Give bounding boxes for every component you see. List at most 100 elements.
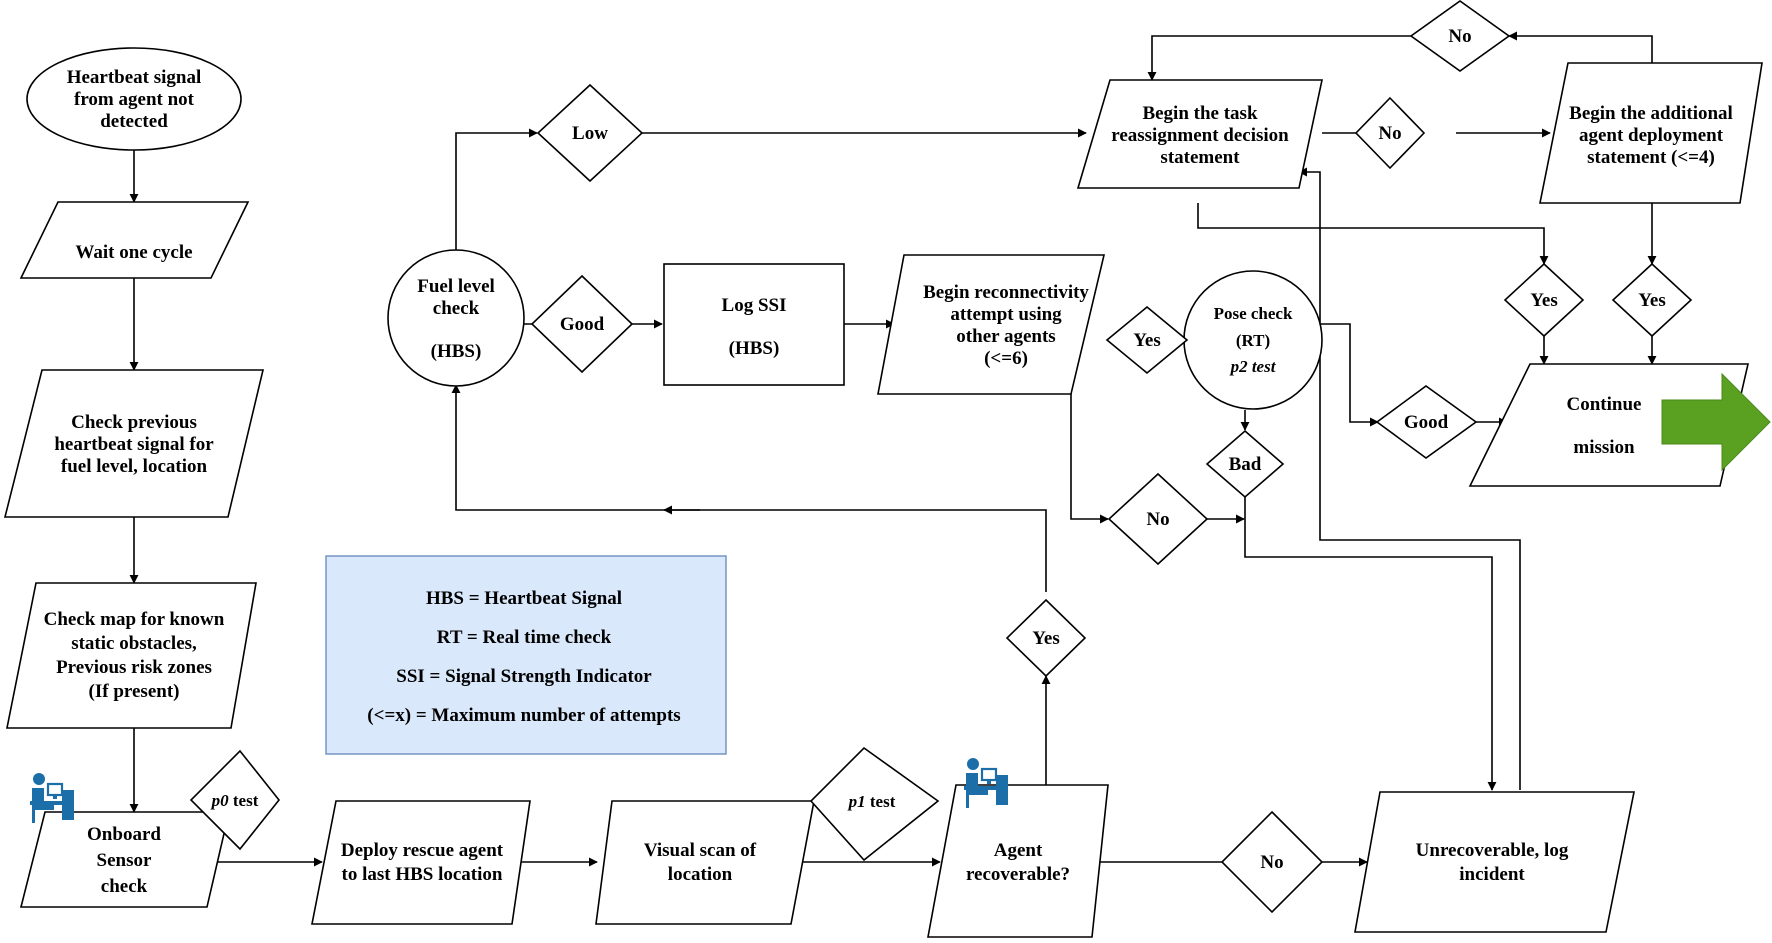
decision-yes-task: Yes <box>1503 262 1585 338</box>
text-line: Begin the additional <box>1569 103 1733 124</box>
node-wait: Wait one cycle <box>19 201 250 279</box>
decision-yes-additional: Yes <box>1611 262 1693 338</box>
text-line: detected <box>100 111 168 132</box>
decision-good-pose: Good <box>1375 385 1478 459</box>
edge-bad-unrecoverable <box>1244 497 1497 791</box>
text-line: static obstacles, <box>71 633 197 654</box>
text-line: Previous risk zones <box>56 657 212 678</box>
node-unrecoverable: Unrecoverable, log incident <box>1354 791 1635 933</box>
decision-good-pose-label: Good <box>1404 412 1449 433</box>
log-ssi-line-2: (HBS) <box>729 338 780 359</box>
decision-yes-recover: Yes <box>1005 598 1087 678</box>
text-line: Begin the task <box>1142 103 1258 124</box>
node-continue-mission: Continue mission <box>1468 363 1750 487</box>
edge-reconnect-no <box>1070 392 1109 524</box>
legend-item-hbs: HBS = Heartbeat Signal <box>426 588 622 609</box>
pose-check-line-1: Pose check <box>1214 304 1293 323</box>
operator-at-desk-icon <box>30 773 74 823</box>
node-unrecoverable-text: Unrecoverable, log incident <box>1416 840 1569 885</box>
fuel-check-line-3: (HBS) <box>431 341 482 362</box>
fuel-check-line-1: Fuel level <box>417 276 495 297</box>
node-check-map: Check map for known static obstacles, Prev… <box>6 582 257 729</box>
text-line: to last HBS location <box>342 864 503 885</box>
text-line: heartbeat signal for <box>54 434 214 455</box>
decision-bad-label: Bad <box>1229 454 1262 475</box>
decision-yes-recover-label: Yes <box>1032 628 1059 649</box>
pose-check-line-2: (RT) <box>1236 331 1270 350</box>
text-line: from agent not <box>74 89 195 110</box>
text-line: reassignment decision <box>1111 125 1289 146</box>
text-line: Unrecoverable, log <box>1416 840 1569 861</box>
decision-yes-pose: Yes <box>1105 305 1189 375</box>
text-line: check <box>101 876 148 897</box>
continue-line-2: mission <box>1573 437 1635 458</box>
decision-no-task-label: No <box>1378 123 1401 144</box>
decision-no-top-label: No <box>1448 26 1471 47</box>
decision-low-label: Low <box>572 123 608 144</box>
legend-item-max: (<=x) = Maximum number of attempts <box>367 705 680 726</box>
edge-fuel-low <box>455 128 538 250</box>
decision-yes-additional-label: Yes <box>1638 290 1665 311</box>
node-wait-text: Wait one cycle <box>75 242 192 263</box>
decision-good-fuel-label: Good <box>560 314 605 335</box>
node-check-map-text: Check map for known static obstacles, Prev… <box>44 609 225 702</box>
text-line: Visual scan of <box>644 840 757 861</box>
pose-check-line-3: p2 test <box>1229 357 1277 376</box>
text-line: Wait one cycle <box>75 242 192 263</box>
node-pose-check: Pose check (RT) p2 test <box>1183 270 1323 410</box>
legend: HBS = Heartbeat Signal RT = Real time ch… <box>325 555 727 755</box>
text-line: recoverable? <box>966 864 1070 885</box>
p1-test-diamond: p1 test <box>809 746 940 862</box>
decision-no-task: No <box>1354 96 1426 170</box>
decision-yes-task-label: Yes <box>1530 290 1557 311</box>
decision-yes-pose-label: Yes <box>1133 330 1160 351</box>
edge-additional-no-top <box>1508 31 1653 63</box>
text-line: agent deployment <box>1579 125 1724 146</box>
text-line: Onboard <box>87 824 161 845</box>
decision-no-top: No <box>1409 0 1511 72</box>
p0-test-label: p0 test <box>210 791 259 810</box>
text-line: (<=6) <box>984 348 1028 369</box>
continue-line-1: Continue <box>1567 394 1642 415</box>
text-line: incident <box>1459 864 1525 885</box>
decision-low: Low <box>536 83 644 183</box>
legend-item-rt: RT = Real time check <box>437 627 612 648</box>
p1-test-label: p1 test <box>847 792 896 811</box>
fuel-check-line-2: check <box>433 298 480 319</box>
node-fuel-check: Fuel level check (HBS) <box>387 249 525 387</box>
edge-no-top-task <box>1147 35 1411 81</box>
node-visual-scan-text: Visual scan of location <box>644 840 757 885</box>
text-line: Check previous <box>71 412 197 433</box>
edge-unrecoverable-task <box>1298 167 1521 790</box>
decision-bad: Bad <box>1205 429 1285 499</box>
p0-test-diamond: p0 test <box>189 749 281 851</box>
log-ssi-line-1: Log SSI <box>722 295 787 316</box>
decision-no-recover-label: No <box>1260 852 1283 873</box>
decision-good-fuel: Good <box>530 274 634 374</box>
operator-at-desk-icon <box>964 758 1008 808</box>
decision-no-recover: No <box>1220 810 1324 914</box>
legend-item-ssi: SSI = Signal Strength Indicator <box>396 666 652 687</box>
text-line: Check map for known <box>44 609 225 630</box>
text-line: Heartbeat signal <box>67 67 202 88</box>
text-line: Begin reconnectivity <box>923 282 1089 303</box>
decision-no-reconnect: No <box>1107 472 1209 566</box>
text-line: location <box>668 864 733 885</box>
edge-yes-fuel <box>451 384 1047 592</box>
text-line: statement (<=4) <box>1587 147 1715 168</box>
node-log-ssi: Log SSI (HBS) <box>663 263 845 386</box>
